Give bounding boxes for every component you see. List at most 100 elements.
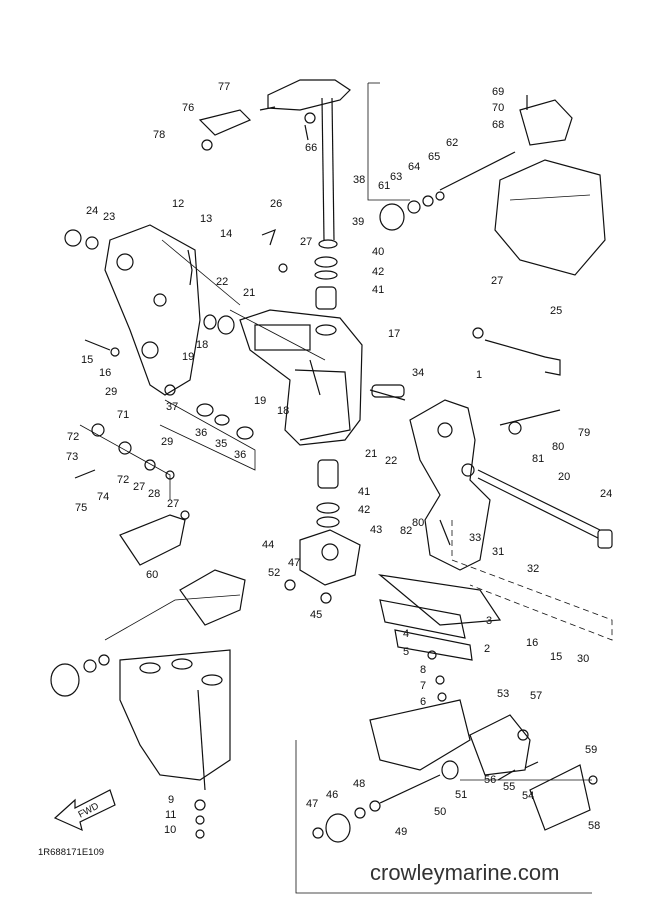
callout-43: 43 — [370, 524, 382, 536]
callout-16: 16 — [99, 367, 111, 379]
callout-35: 35 — [215, 438, 227, 450]
callout-59: 59 — [585, 744, 597, 756]
callout-63: 63 — [390, 171, 402, 183]
callout-29: 29 — [105, 386, 117, 398]
callout-25: 25 — [550, 305, 562, 317]
callout-52: 52 — [268, 567, 280, 579]
callout-33: 33 — [469, 532, 481, 544]
callout-8: 8 — [420, 664, 426, 676]
callout-57: 57 — [530, 690, 542, 702]
callout-14: 14 — [220, 228, 232, 240]
callout-56: 56 — [484, 774, 496, 786]
callout-60: 60 — [146, 569, 158, 581]
callout-77: 77 — [218, 81, 230, 93]
callout-46: 46 — [326, 789, 338, 801]
callout-70: 70 — [492, 102, 504, 114]
callout-28: 28 — [148, 488, 160, 500]
callout-21: 21 — [365, 448, 377, 460]
trim-tab — [369, 699, 598, 831]
callout-23: 23 — [103, 211, 115, 223]
callout-75: 75 — [75, 502, 87, 514]
callout-54: 54 — [522, 790, 534, 802]
callout-62: 62 — [446, 137, 458, 149]
callout-20: 20 — [558, 471, 570, 483]
callout-2: 2 — [484, 643, 490, 655]
callout-44: 44 — [262, 539, 274, 551]
callout-64: 64 — [408, 161, 420, 173]
callout-24: 24 — [86, 205, 98, 217]
callout-27: 27 — [300, 236, 312, 248]
callout-74: 74 — [97, 491, 109, 503]
callout-80: 80 — [412, 517, 424, 529]
callout-51: 51 — [455, 789, 467, 801]
callout-82: 82 — [400, 525, 412, 537]
callout-81: 81 — [532, 453, 544, 465]
callout-4: 4 — [403, 628, 409, 640]
steering-column — [198, 79, 351, 249]
callout-36: 36 — [195, 427, 207, 439]
small-parts-left — [74, 228, 288, 480]
callout-13: 13 — [200, 213, 212, 225]
callout-22: 22 — [385, 455, 397, 467]
callout-58: 58 — [588, 820, 600, 832]
callout-12: 12 — [172, 198, 184, 210]
tilt-tube — [472, 327, 613, 549]
callout-42: 42 — [358, 504, 370, 516]
callout-1: 1 — [476, 369, 482, 381]
callout-22: 22 — [216, 276, 228, 288]
callout-72: 72 — [67, 431, 79, 443]
callout-45: 45 — [310, 609, 322, 621]
callout-41: 41 — [358, 486, 370, 498]
callout-41: 41 — [372, 284, 384, 296]
diagram-code: 1R688171E109 — [38, 847, 104, 858]
callout-10: 10 — [164, 824, 176, 836]
callout-53: 53 — [497, 688, 509, 700]
callout-80: 80 — [552, 441, 564, 453]
callout-78: 78 — [153, 129, 165, 141]
lower-holder — [284, 459, 361, 604]
callout-79: 79 — [578, 427, 590, 439]
callout-42: 42 — [372, 266, 384, 278]
callout-27: 27 — [133, 481, 145, 493]
callout-69: 69 — [492, 86, 504, 98]
callout-76: 76 — [182, 102, 194, 114]
callout-40: 40 — [372, 246, 384, 258]
callout-32: 32 — [527, 563, 539, 575]
upper-right-assembly — [379, 95, 606, 276]
callout-26: 26 — [270, 198, 282, 210]
callout-18: 18 — [196, 339, 208, 351]
callout-3: 3 — [486, 615, 492, 627]
callout-49: 49 — [395, 826, 407, 838]
callout-9: 9 — [168, 794, 174, 806]
callout-38: 38 — [353, 174, 365, 186]
callout-29: 29 — [161, 436, 173, 448]
callout-27: 27 — [491, 275, 503, 287]
callout-72: 72 — [117, 474, 129, 486]
callout-37: 37 — [166, 401, 178, 413]
callout-61: 61 — [378, 180, 390, 192]
callout-17: 17 — [388, 328, 400, 340]
callout-21: 21 — [243, 287, 255, 299]
callout-66: 66 — [305, 142, 317, 154]
shaft-bushings — [314, 256, 338, 336]
callout-30: 30 — [577, 653, 589, 665]
callout-50: 50 — [434, 806, 446, 818]
callout-48: 48 — [353, 778, 365, 790]
callout-5: 5 — [403, 646, 409, 658]
clamp-bracket-left — [64, 224, 201, 396]
callout-15: 15 — [550, 651, 562, 663]
callout-15: 15 — [81, 354, 93, 366]
callout-24: 24 — [600, 488, 612, 500]
callout-55: 55 — [503, 781, 515, 793]
tilt-cylinder — [119, 649, 231, 839]
lower-mounts — [50, 569, 459, 843]
callout-16: 16 — [526, 637, 538, 649]
callout-19: 19 — [254, 395, 266, 407]
callout-19: 19 — [182, 351, 194, 363]
callout-36: 36 — [234, 449, 246, 461]
frame-lines — [79, 82, 613, 894]
callout-73: 73 — [66, 451, 78, 463]
callout-47: 47 — [306, 798, 318, 810]
